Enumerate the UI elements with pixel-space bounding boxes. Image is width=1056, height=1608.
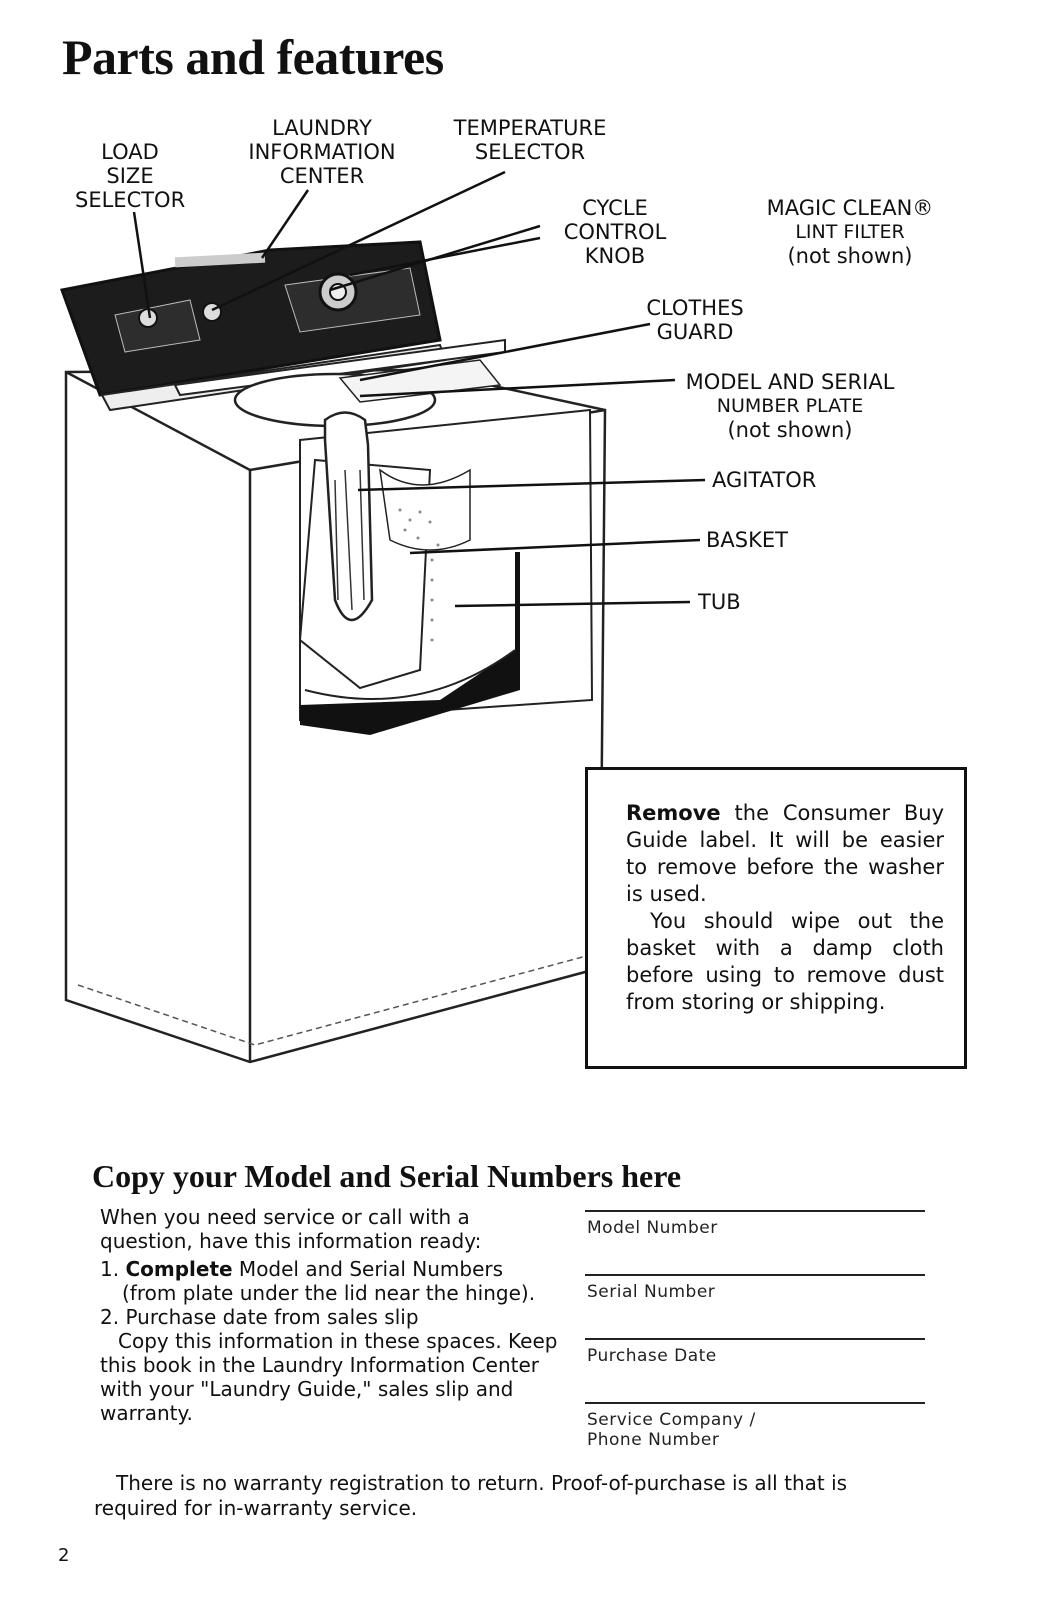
copy-section-heading: Copy your Model and Serial Numbers here	[92, 1158, 682, 1194]
label-laundry-information-center: LAUNDRY INFORMATION CENTER	[248, 116, 396, 188]
label-temperature-selector: TEMPERATURE SELECTOR	[453, 116, 607, 164]
consumer-buy-guide-notice: Remove the Consumer Buy Guide label. It …	[585, 767, 967, 1069]
field-caption: Model Number	[587, 1218, 718, 1238]
serial-number-field[interactable]: Serial Number	[585, 1274, 925, 1338]
field-caption: Serial Number	[587, 1282, 716, 1302]
field-caption: Purchase Date	[587, 1346, 717, 1366]
notice-bold-lead: Remove	[626, 801, 721, 825]
notice-text-1: the Consumer Buy Guide label. It will be…	[626, 801, 944, 906]
label-model-serial-plate: MODEL AND SERIAL NUMBER PLATE (not shown…	[685, 370, 895, 442]
label-basket: BASKET	[706, 528, 788, 552]
label-agitator: AGITATOR	[712, 468, 817, 492]
copy-section-body: When you need service or call with a que…	[100, 1205, 560, 1425]
notice-text-2: You should wipe out the basket with a da…	[626, 909, 944, 1014]
copy-list: 1. Complete Model and Serial Numbers (fr…	[100, 1257, 560, 1329]
model-number-field[interactable]: Model Number	[585, 1210, 925, 1274]
warranty-footer: There is no warranty registration to ret…	[94, 1471, 848, 1520]
page-number: 2	[58, 1545, 70, 1566]
field-caption: Service Company / Phone Number	[587, 1410, 756, 1450]
service-company-field[interactable]: Service Company / Phone Number	[585, 1402, 925, 1466]
tub-wall	[300, 552, 520, 735]
label-clothes-guard: CLOTHES GUARD	[646, 296, 744, 344]
washer-illustration	[59, 170, 706, 1064]
purchase-date-field[interactable]: Purchase Date	[585, 1338, 925, 1402]
label-load-size-selector: LOAD SIZE SELECTOR	[75, 140, 186, 212]
page-title: Parts and features	[62, 29, 444, 85]
label-cycle-control-knob: CYCLE CONTROL KNOB	[563, 196, 667, 268]
record-fields: Model Number Serial Number Purchase Date…	[585, 1210, 925, 1466]
copy-after: Copy this information in these spaces. K…	[100, 1329, 558, 1425]
list-item: 1. Complete Model and Serial Numbers (fr…	[100, 1257, 536, 1305]
copy-intro: When you need service or call with a que…	[100, 1205, 482, 1253]
list-item: 2. Purchase date from sales slip	[100, 1305, 419, 1329]
label-magic-clean-lint-filter: MAGIC CLEAN® LINT FILTER (not shown)	[766, 196, 934, 268]
label-tub: TUB	[698, 590, 741, 614]
